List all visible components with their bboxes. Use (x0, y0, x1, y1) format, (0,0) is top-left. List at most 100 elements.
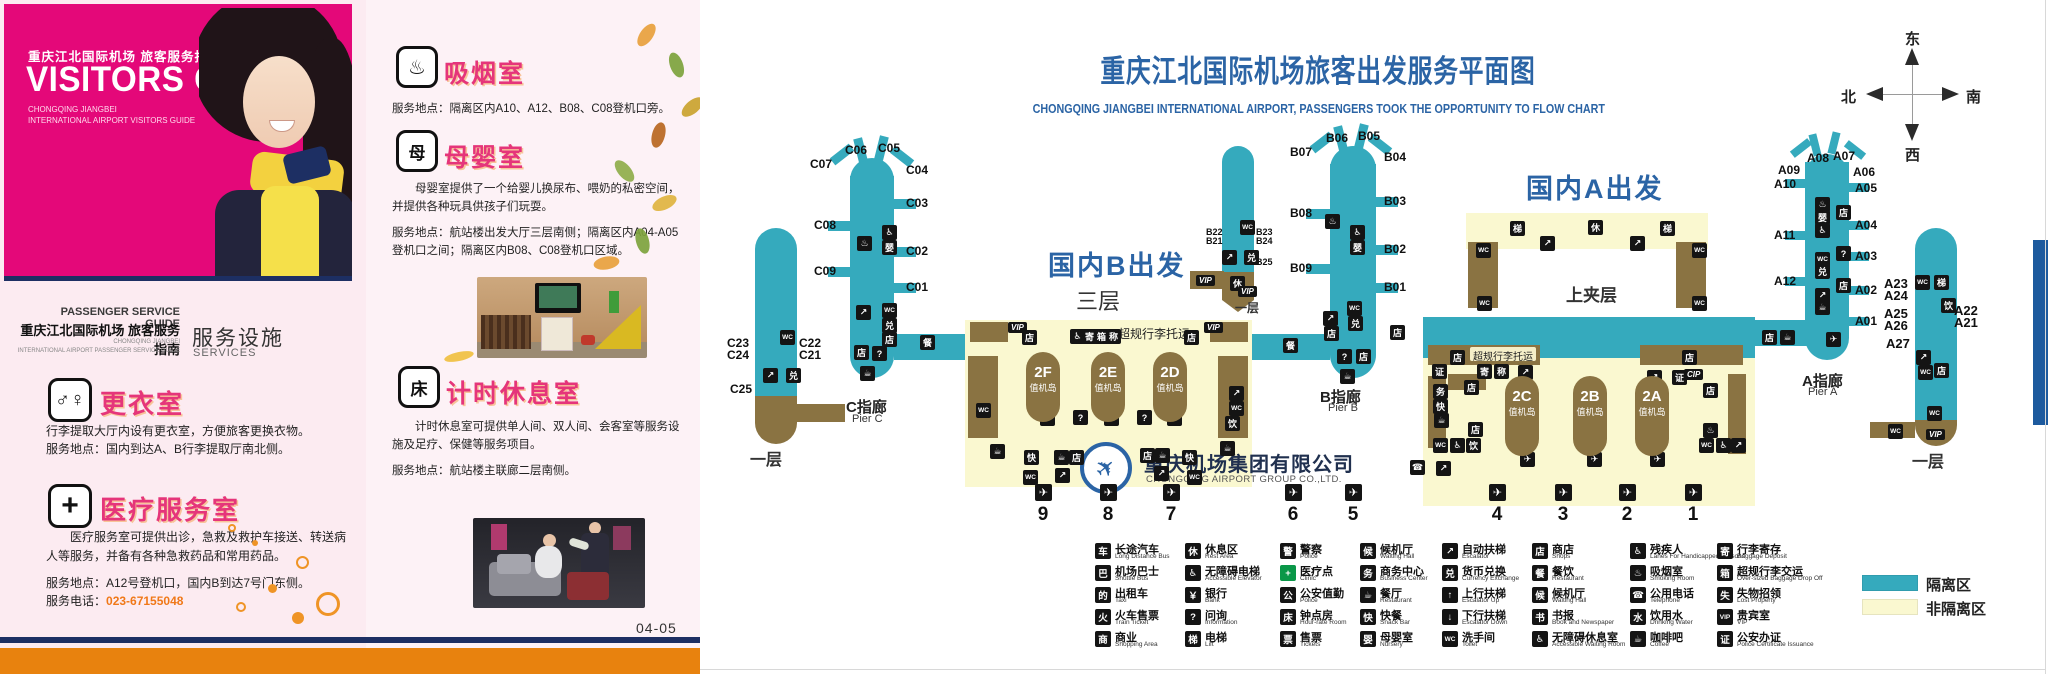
vip-chip: VIP (1196, 275, 1215, 286)
facility-icon: 婴 (1815, 210, 1830, 225)
facility-icon: 称 (1106, 329, 1121, 344)
facility-icon: 餐 (920, 335, 935, 350)
facility-icon: ☕ (1220, 441, 1235, 456)
legend-label-en: Drinking Water (1650, 619, 1693, 626)
door-airplane-icon: ✈ (1685, 484, 1702, 501)
legend-label-zh: 残疾人 (1650, 544, 1683, 556)
legend-label-en: Telephone (1650, 597, 1680, 604)
facility-icon: ♨ (857, 236, 872, 251)
compass-rose: 东 西 北 南 (1841, 31, 1981, 164)
facility-icon: 店 (1934, 363, 1949, 378)
gate-label: C06 (845, 143, 868, 157)
door-airplane-icon: ✈ (1345, 484, 1362, 501)
legend-label-zh: 钟点房 (1300, 610, 1333, 622)
gate-label: C25 (730, 382, 753, 396)
pier-gate-stub (1374, 245, 1398, 255)
services-header-en: PASSENGER SERVICE GUIDE (60, 306, 180, 330)
gate-label: A02 (1855, 283, 1878, 297)
gate-label: A07 (1833, 149, 1856, 163)
legend-label-zh: 出租车 (1115, 588, 1148, 600)
hall-b-counter (970, 322, 1008, 342)
facility-icon: ♿ (882, 225, 897, 240)
nursery-room-location: 服务地点：航站楼出发大厅三层南侧；隔离区内A04-A05登机口之间；隔离区内B0… (392, 227, 679, 258)
gate-label: A24 (1884, 288, 1908, 303)
gate-label: A12 (1774, 274, 1797, 288)
circle-decoration (228, 524, 236, 532)
legend-label-en: Tickets (1300, 641, 1321, 648)
legend-label-en: Train Ticket (1115, 619, 1149, 626)
legend-label-en: Lanes For Handicapped Persons (1650, 553, 1746, 560)
facility-icon: WC (1240, 220, 1255, 235)
legend-label-zh: 货币兑换 (1462, 566, 1506, 578)
legend-label-zh: 餐饮 (1552, 566, 1574, 578)
legend-label-zh: 电梯 (1205, 632, 1227, 644)
facility-icon: WC (1347, 301, 1362, 316)
island-sub: 值机岛 (1576, 407, 1604, 417)
facility-icon: 快 (1024, 450, 1039, 465)
facility-icon: WC (1229, 401, 1244, 416)
facility-icon: 兑 (786, 368, 801, 383)
cip-chip: CIP (1684, 369, 1704, 380)
facility-icon: WC (1888, 424, 1903, 439)
legend-label-zh: 候机厅 (1552, 588, 1585, 600)
gate-label: B02 (1384, 242, 1407, 256)
facility-icon: 饮 (1225, 416, 1240, 431)
pier-c-label-zh: C指廊 (846, 399, 887, 416)
facility-icon: ↗ (856, 305, 871, 320)
facility-icon: 店 (1450, 350, 1465, 365)
door-number: 5 (1347, 504, 1359, 525)
rest-room-title: 计时休息室 (446, 380, 582, 408)
legend-zone-swatch (1862, 575, 1918, 591)
island-code: 2D (1160, 364, 1180, 381)
facility-icon: WC (1927, 406, 1942, 421)
facility-icon: ♿ (1815, 223, 1830, 238)
legend-icon: 休 (1185, 543, 1201, 559)
legend-icon: ↓ (1442, 609, 1458, 625)
legend-icon: 婴 (1360, 631, 1376, 647)
oversize-baggage-label-b: 超规行李托运 (1118, 327, 1191, 341)
circle-decoration (316, 592, 340, 616)
page-edge-right (2045, 0, 2046, 674)
gate-label: B24 (1256, 236, 1273, 246)
legend-label-zh: 贵宾室 (1737, 610, 1770, 622)
facility-icon: 寄 (1477, 364, 1492, 379)
legend-label-en: Police (1300, 553, 1318, 560)
facility-icon: ☎ (1410, 460, 1425, 475)
legend-label-en: Restaurant (1552, 575, 1584, 582)
legend-label-zh: 行李寄存 (1737, 544, 1781, 556)
bottom-navy-bar (0, 637, 700, 643)
photo-nursery-room (477, 277, 647, 358)
page-number: 04-05 (636, 620, 677, 636)
compass-east: 东 (1905, 31, 1921, 48)
door-number: 4 (1491, 504, 1503, 525)
gate-label: C22 (799, 336, 822, 350)
island-code: 2B (1580, 388, 1600, 405)
legend-icon: ♿ (1630, 543, 1646, 559)
legend-zone-label: 非隔离区 (1926, 601, 1987, 618)
gate-label: C02 (906, 244, 929, 258)
facility-icon: ✈ (1826, 332, 1841, 347)
door-number: 6 (1287, 504, 1299, 525)
legend-icon: 餐 (1532, 565, 1548, 581)
legend-label-en: VIP (1737, 619, 1748, 626)
island-sub: 值机岛 (1156, 383, 1184, 393)
pier-a-lower-structure (1915, 228, 1957, 420)
facility-icon: 店 (1022, 330, 1037, 345)
cover-subtitle-line2: INTERNATIONAL AIRPORT VISITORS GUIDE (28, 116, 196, 126)
facility-icon: 店 (1140, 448, 1155, 463)
pier-b-label-zh: B指廊 (1320, 389, 1361, 406)
compass-arrow-down (1905, 124, 1919, 141)
facility-icon: WC (1918, 365, 1933, 380)
legend-label-en: Over-sized Baggage Drop Off (1737, 575, 1823, 582)
facility-icon: 快 (1182, 450, 1197, 465)
legend-icon: 务 (1360, 565, 1376, 581)
legend-icon: ☎ (1630, 587, 1646, 603)
facility-icon: ☕ (860, 366, 875, 381)
legend-label-zh: 火车售票 (1115, 610, 1159, 622)
gate-label: A09 (1778, 163, 1801, 177)
compass-south: 南 (1966, 89, 1982, 106)
facility-icon: ☕ (1155, 448, 1170, 463)
legend-zone-label: 隔离区 (1926, 577, 1972, 594)
facility-icon: 店 (1324, 326, 1339, 341)
